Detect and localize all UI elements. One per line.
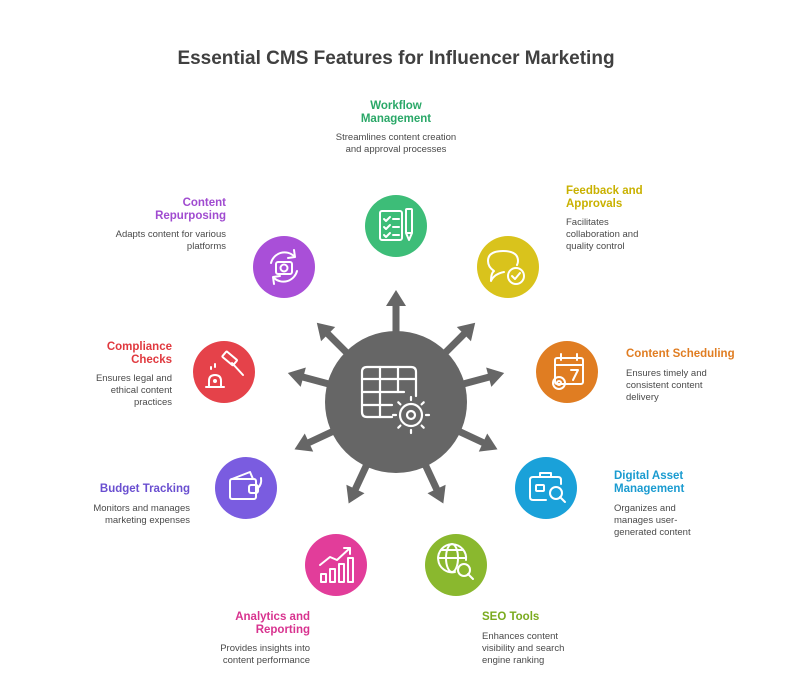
feature-desc-feedback: Facilitates collaboration and quality co… [566, 217, 639, 252]
feature-budget [215, 457, 277, 519]
feature-title-analytics: Analytics and Reporting [235, 611, 310, 636]
feature-desc-assets: Organizes and manages user-generated con… [614, 503, 691, 538]
checklist-pen-icon [379, 208, 413, 241]
feature-desc-scheduling: Ensures timely and consistent content de… [626, 368, 707, 403]
arrow-head-assets [478, 433, 498, 452]
hub-circle [325, 331, 467, 473]
bar-chart-icon [319, 547, 354, 583]
camera-cycle-icon [270, 249, 298, 285]
feature-scheduling [536, 341, 598, 403]
feature-title-feedback: Feedback and Approvals [566, 185, 643, 210]
feature-desc-seo: Enhances content visibility and search e… [482, 631, 565, 666]
feature-title-budget: Budget Tracking [99, 483, 190, 495]
feature-desc-budget: Monitors and manages marketing expenses [93, 503, 190, 526]
feature-seo [425, 534, 487, 596]
feedback-circle [477, 236, 539, 298]
feature-feedback [477, 236, 539, 298]
feature-title-compliance: Compliance Checks [106, 341, 172, 366]
chat-check-icon [487, 250, 525, 285]
wallet-icon [229, 471, 263, 500]
feature-assets [515, 457, 577, 519]
arrow-head-seo [427, 484, 446, 504]
feature-desc-analytics: Provides insights into content performan… [220, 643, 310, 666]
assets-circle [515, 457, 577, 519]
globe-search-icon [437, 543, 474, 580]
analytics-circle [305, 534, 367, 596]
feature-desc-compliance: Ensures legal and ethical content practi… [95, 373, 172, 408]
feature-analytics [305, 534, 367, 596]
arrow-head-budget [294, 433, 314, 452]
feature-title-assets: Digital Asset Management [614, 470, 685, 495]
hub [325, 331, 467, 473]
feature-workflow [365, 195, 427, 257]
feature-desc-workflow: Streamlines content creation and approva… [335, 132, 457, 155]
feature-title-repurposing: Content Repurposing [155, 197, 226, 222]
gavel-icon [205, 350, 244, 388]
table-gear-icon [360, 365, 431, 435]
briefcase-search-icon [529, 472, 566, 503]
feature-title-seo: SEO Tools [482, 611, 540, 623]
seo-circle [425, 534, 487, 596]
feature-title-scheduling: Content Scheduling [626, 348, 735, 360]
compliance-circle [193, 341, 255, 403]
repurposing-circle [253, 236, 315, 298]
arrow-head-workflow [386, 290, 406, 306]
feature-title-workflow: Workflow Management [360, 100, 432, 125]
arrow-head-scheduling [486, 367, 505, 387]
budget-circle [215, 457, 277, 519]
arrow-head-compliance [287, 367, 306, 387]
arrow-head-feedback [456, 322, 476, 342]
calendar-gear-icon [552, 353, 584, 390]
scheduling-circle [536, 341, 598, 403]
feature-compliance [193, 341, 255, 403]
feature-desc-repurposing: Adapts content for various platforms [115, 229, 226, 252]
arrow-head-repurposing [316, 322, 336, 342]
arrow-head-analytics [346, 484, 365, 504]
feature-repurposing [253, 236, 315, 298]
diagram-title: Essential CMS Features for Influencer Ma… [177, 48, 615, 69]
